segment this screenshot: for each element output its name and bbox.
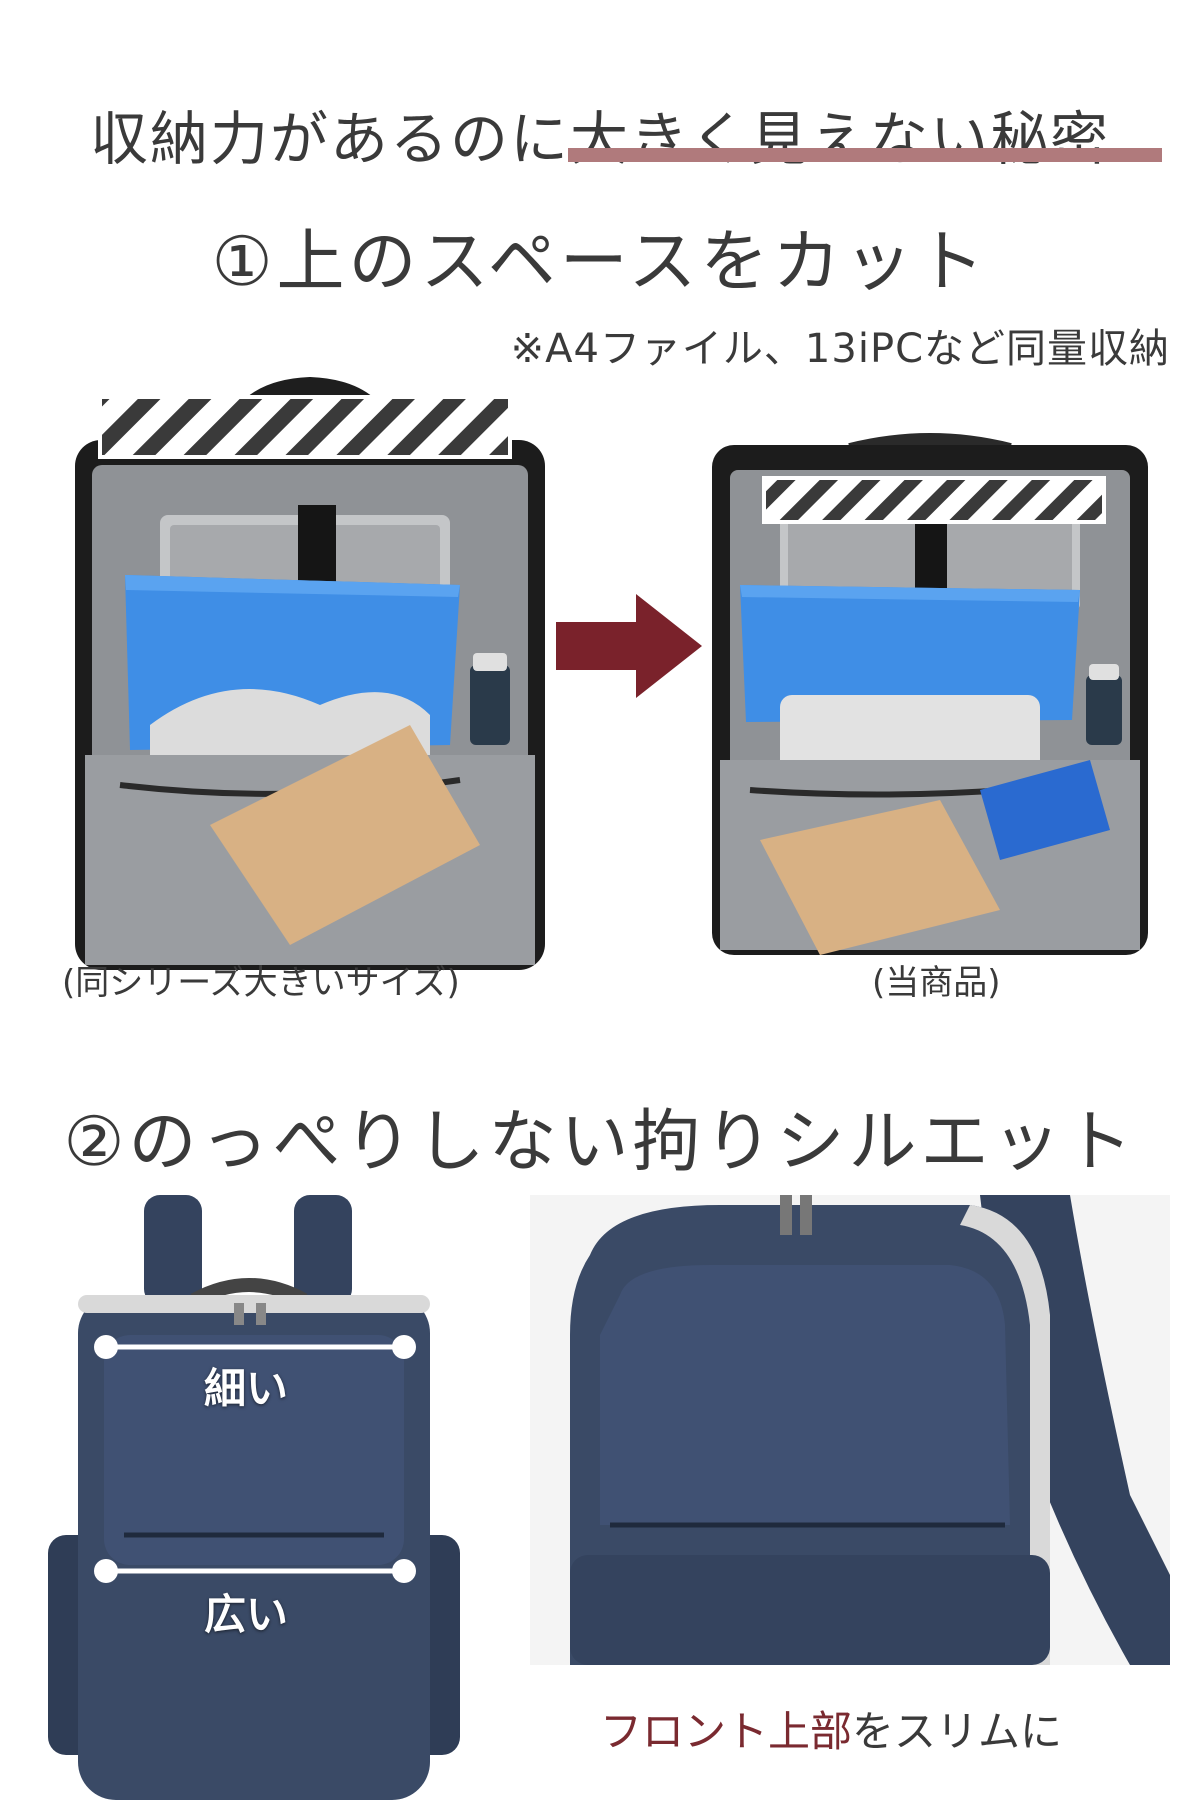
large-bag-illustration xyxy=(75,376,545,970)
headline-part2: 大きく見えない秘密 xyxy=(570,105,1111,173)
navy-bag-front-photo: 細い 広い xyxy=(44,1195,464,1800)
navy-bag-closeup-photo xyxy=(530,1195,1170,1665)
caption-accent: フロント上部 xyxy=(600,1707,853,1756)
large-bag-photo xyxy=(60,375,570,975)
section1-note: ※A4ファイル、13iPCなど同量収納 xyxy=(510,326,1170,372)
current-bag-illustration xyxy=(712,433,1148,955)
width-label-bottom: 広い xyxy=(204,1590,289,1639)
headline: 収納力があるのに大きく見えない秘密 xyxy=(0,92,1200,176)
width-label-top: 細い xyxy=(204,1364,289,1413)
headline-underline xyxy=(568,148,1162,162)
current-bag-photo xyxy=(700,430,1160,960)
right-arrow-icon xyxy=(556,594,702,698)
closeup-caption: フロント上部をスリムに xyxy=(600,1698,1062,1759)
headline-part1: 収納力があるのに xyxy=(89,105,570,173)
section2-title: ②のっぺりしない拘りシルエット xyxy=(63,1103,1137,1182)
caption-rest: をスリムに xyxy=(852,1707,1063,1756)
navy-bag-closeup-illustration xyxy=(530,1195,1170,1665)
section1-title: ①上のスペースをカット xyxy=(211,223,989,302)
large-bag-caption: (同シリーズ大きいサイズ) xyxy=(62,963,460,1003)
current-bag-caption: (当商品) xyxy=(872,963,1001,1003)
navy-bag-front-illustration xyxy=(48,1195,460,1800)
